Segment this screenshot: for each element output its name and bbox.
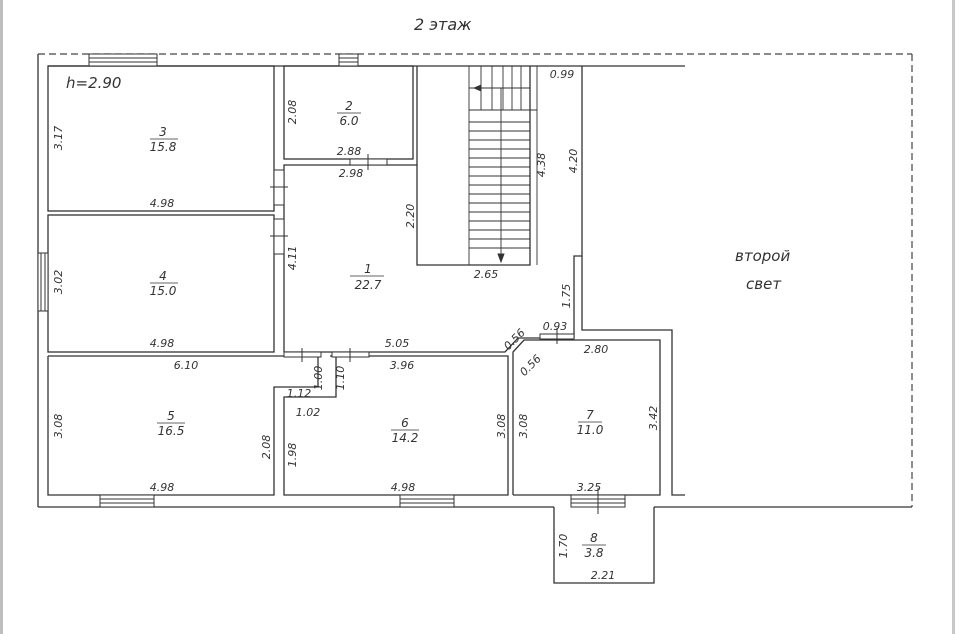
dim-label: 3.08: [52, 414, 65, 439]
dim-label: 4.98: [150, 481, 175, 494]
dim-label: 3.25: [577, 481, 602, 494]
dim-label: 3.42: [647, 406, 660, 431]
hall-outline: [283, 164, 417, 352]
dim-label: 3.96: [390, 359, 415, 372]
room-8-number: 8: [590, 531, 598, 545]
walls: [47, 65, 685, 584]
dim-label: 2.20: [404, 204, 417, 229]
room-labels: 1 22.7 2 6.0 3 15.8 4 15.0 5 16.5 6 14.2…: [150, 99, 606, 560]
room-2-area: 6.0: [339, 114, 358, 128]
dim-label: 1.10: [334, 366, 347, 391]
dim-label: 2.65: [474, 268, 499, 281]
room-6-number: 6: [401, 416, 409, 430]
dim-label: 3.08: [495, 414, 508, 439]
room-5-number: 5: [167, 409, 175, 423]
windows: [37, 53, 626, 508]
room-5-area: 16.5: [158, 424, 185, 438]
dim-label: 0.93: [543, 320, 568, 333]
dim-label: 1.75: [560, 284, 573, 309]
dim-label: 2.08: [286, 100, 299, 125]
stair-arrow-down-icon: [497, 253, 505, 264]
dim-label: 1.98: [286, 443, 299, 468]
dim-label: 2.08: [260, 435, 273, 460]
dim-label: 3.17: [52, 126, 65, 151]
floor-title: 2 этаж: [414, 15, 472, 34]
room-3-number: 3: [159, 125, 167, 139]
dim-label: 0.99: [550, 68, 575, 81]
room-7-area: 11.0: [577, 423, 604, 437]
room-4-number: 4: [159, 269, 167, 283]
dim-label: 4.98: [150, 197, 175, 210]
dim-label: 4.20: [567, 149, 580, 174]
ceiling-height: h=2.90: [66, 74, 121, 92]
dim-label: 5.05: [385, 337, 410, 350]
dim-label: 2.98: [339, 167, 364, 180]
room-6-outline: [283, 355, 509, 496]
second-light-line1: второй: [735, 247, 790, 265]
doors: [270, 154, 599, 514]
dim-label: 4.98: [150, 337, 175, 350]
dim-label: 1.00: [312, 366, 325, 391]
room-7-number: 7: [586, 408, 594, 422]
room-4-area: 15.0: [150, 284, 177, 298]
dimensions: 4.98 2.88 2.98 2.65 0.99 4.98 5.05 0.93 …: [52, 68, 660, 582]
viewer-left-border: [0, 0, 3, 634]
dim-label: 2.80: [584, 343, 609, 356]
dim-label: 1.70: [557, 534, 570, 559]
second-light-line2: свет: [746, 275, 782, 293]
dim-label: 0.56: [517, 352, 544, 379]
room-1-number: 1: [364, 262, 372, 276]
dim-label: 3.08: [517, 414, 530, 439]
dim-label: 4.11: [286, 246, 299, 271]
second-light-wall: [581, 256, 685, 496]
room-2-number: 2: [345, 99, 353, 113]
dim-label: 2.21: [591, 569, 616, 582]
room-8-outline: [553, 507, 655, 584]
dim-label: 2.88: [337, 145, 362, 158]
viewer-right-border: [952, 0, 955, 634]
room-1-area: 22.7: [355, 278, 382, 292]
dim-label: 6.10: [174, 359, 199, 372]
room-3-area: 15.8: [150, 140, 177, 154]
stairs: [468, 66, 538, 265]
room-7-outline: [512, 339, 661, 496]
dim-label: 1.02: [296, 406, 321, 419]
dim-label: 1.12: [287, 387, 312, 400]
dim-label: 4.98: [391, 481, 416, 494]
dim-label: 4.38: [535, 153, 548, 178]
stair-box: [416, 66, 531, 266]
room-6-area: 14.2: [392, 431, 419, 445]
room-8-area: 3.8: [584, 546, 603, 560]
dim-label: 3.02: [52, 270, 65, 295]
stair-arrow-icon: [472, 84, 482, 92]
room-3-outline: [47, 65, 275, 212]
